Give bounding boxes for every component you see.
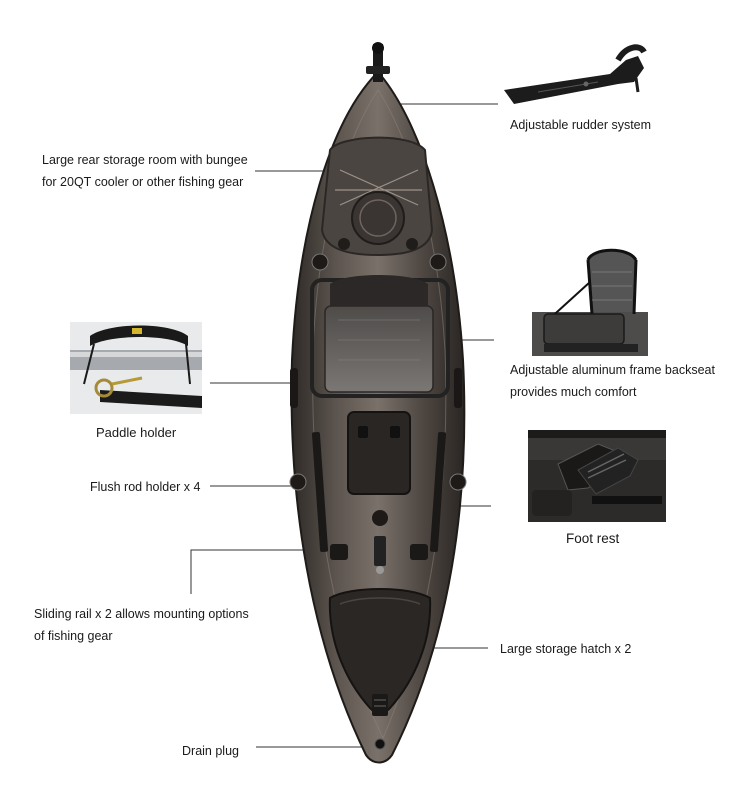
label-rear-storage-line1: Large rear storage room with bungee [42,153,248,167]
rudder-mount [366,42,390,82]
front-storage-hatch [328,588,432,714]
label-storage-hatch: Large storage hatch x 2 [500,642,632,656]
seat-frame [310,275,450,398]
label-backseat-line1: Adjustable aluminum frame backseat [510,363,715,377]
sliding-rail-right [429,432,447,552]
label-sliding-rail-line2: of fishing gear [34,629,113,643]
label-sliding-rail-line1: Sliding rail x 2 allows mounting options [34,607,249,621]
leader-sliding-rail [190,549,320,594]
label-drain-plug: Drain plug [182,744,239,758]
drain-plug-marker [374,738,386,750]
label-paddle-holder: Paddle holder [96,425,177,440]
foot-rest-photo [528,430,666,522]
label-rudder: Adjustable rudder system [510,118,652,132]
label-foot-rest: Foot rest [566,531,620,546]
center-hatch [347,411,411,495]
backseat-photo [532,242,648,356]
label-rear-storage-line2: for 20QT cooler or other fishing gear [42,175,244,189]
paddle-holder-photo [70,322,202,414]
rudder-photo [504,44,647,104]
label-backseat-line2: provides much comfort [510,385,637,399]
label-flush-rod-holder: Flush rod holder x 4 [90,480,201,494]
sliding-rail-left [311,432,329,552]
